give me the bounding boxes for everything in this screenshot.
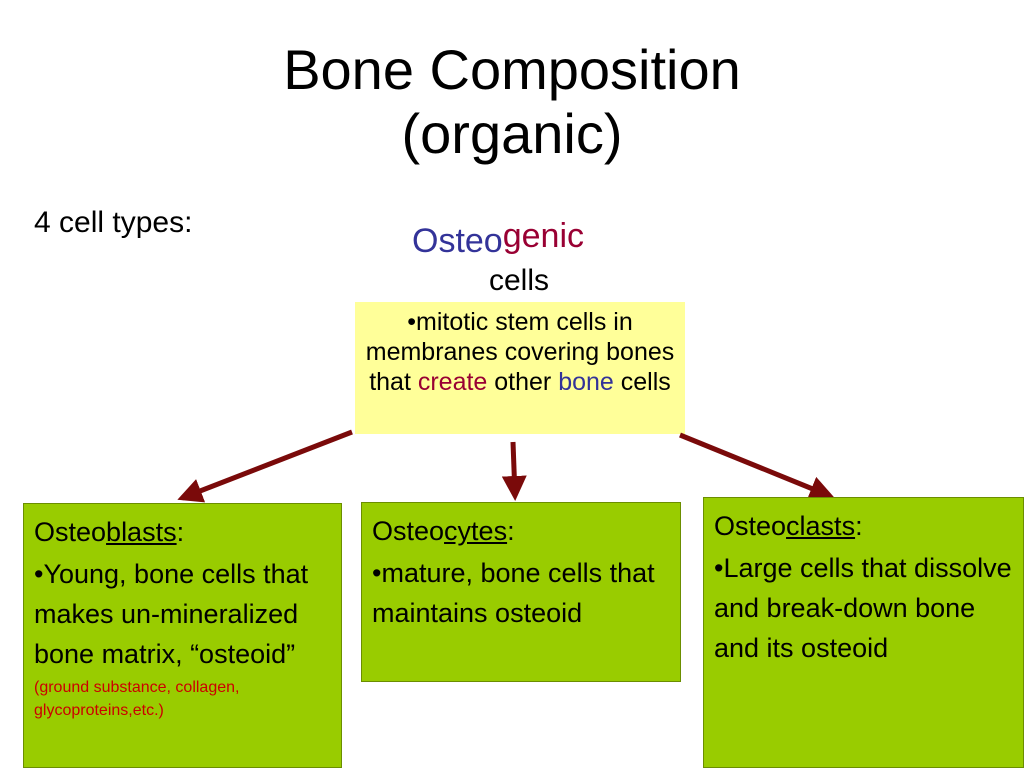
osteocytes-prefix: Osteo <box>372 516 445 546</box>
osteogenic-desc-part-3: cells <box>613 368 671 396</box>
osteocytes-description: •mature, bone cells that maintains osteo… <box>372 558 655 628</box>
arrow-to-osteoblasts <box>177 429 353 503</box>
osteogenic-desc-create: create <box>417 368 488 396</box>
osteocytes-heading: Osteocytes: <box>372 511 670 551</box>
osteocytes-suffix: cytes <box>444 516 508 546</box>
arrow-to-osteocytes <box>501 441 527 501</box>
osteoblasts-colon: : <box>176 517 185 547</box>
title-line-1: Bone Composition <box>283 38 741 101</box>
arrow-to-osteoclasts <box>679 432 835 501</box>
osteocytes-colon: : <box>507 516 515 546</box>
osteoclasts-suffix: clasts <box>786 511 856 541</box>
osteogenic-heading: Osteogenic <box>412 217 584 261</box>
osteocytes-box: Osteocytes: •mature, bone cells that mai… <box>361 502 681 682</box>
osteoblasts-heading: Osteoblasts: <box>34 512 331 552</box>
osteoblasts-prefix: Osteo <box>34 517 107 547</box>
osteoclasts-colon: : <box>855 511 863 541</box>
osteoblasts-note: (ground substance, collagen, glycoprotei… <box>34 679 240 719</box>
slide-title: Bone Composition (organic) <box>0 38 1024 166</box>
osteogenic-suffix: genic <box>502 217 584 255</box>
osteoblasts-description: •Young, bone cells that makes un-mineral… <box>34 559 309 669</box>
osteogenic-desc-part-1: •mitotic stem cells in membranes coverin… <box>365 308 675 396</box>
cell-types-label: 4 cell types: <box>34 206 193 239</box>
osteoclasts-box: Osteoclasts: •Large cells that dissolve … <box>703 497 1024 768</box>
osteogenic-desc-bone: bone <box>558 368 614 396</box>
osteoclasts-description: •Large cells that dissolve and break-dow… <box>714 553 1012 663</box>
osteoblasts-box: Osteoblasts: •Young, bone cells that mak… <box>23 503 342 768</box>
title-line-2: (organic) <box>401 102 623 165</box>
osteogenic-description-box: •mitotic stem cells in membranes coverin… <box>355 302 685 434</box>
osteogenic-prefix: Osteo <box>412 222 503 260</box>
osteoclasts-heading: Osteoclasts: <box>714 506 1013 546</box>
osteoclasts-prefix: Osteo <box>714 511 787 541</box>
osteogenic-cells-label: cells <box>488 264 549 297</box>
osteogenic-desc-part-2: other <box>487 368 559 396</box>
osteoblasts-suffix: blasts <box>106 517 177 547</box>
